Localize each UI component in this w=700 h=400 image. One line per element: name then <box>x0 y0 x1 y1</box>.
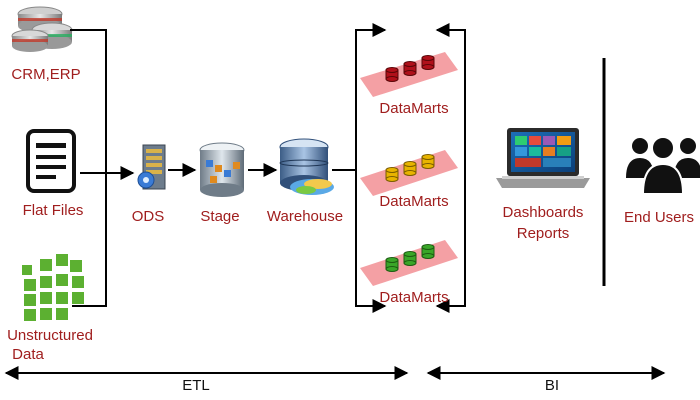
crm-erp-label: CRM,ERP <box>11 66 81 83</box>
unstructured-label-line2: Data <box>12 346 44 363</box>
dashboards-label: Dashboards <box>502 204 584 221</box>
users-group-icon <box>626 136 700 195</box>
datamart-top-band <box>360 52 458 97</box>
datamart-middle-band <box>360 150 458 196</box>
database-stack-icon <box>11 6 73 52</box>
reports-label: Reports <box>516 225 570 242</box>
datamart-output-bracket <box>435 23 466 313</box>
datamart-middle-label: DataMarts <box>379 193 449 210</box>
datamart-middle-cylinders <box>385 154 435 182</box>
datamart-bottom-label: DataMarts <box>379 289 449 306</box>
laptop-icon <box>496 128 590 188</box>
warehouse-database-icon <box>279 138 334 195</box>
source-connector <box>70 29 135 307</box>
warehouse-label: Warehouse <box>266 208 344 225</box>
datamart-bottom-cylinders <box>385 244 435 272</box>
bi-label: BI <box>544 377 560 394</box>
etl-label: ETL <box>182 377 210 394</box>
ods-server-icon <box>137 144 166 190</box>
end-users-label: End Users <box>623 209 695 226</box>
flat-files-label: Flat Files <box>22 202 84 219</box>
datamart-bottom-band <box>360 240 458 286</box>
unstructured-blocks-icon <box>22 254 84 321</box>
datamart-top-cylinders <box>385 55 435 82</box>
datamart-input-bracket <box>355 23 387 313</box>
unstructured-label-line1: Unstructured <box>7 327 93 344</box>
stage-label: Stage <box>200 208 240 225</box>
datamart-top-label: DataMarts <box>379 100 449 117</box>
ods-label: ODS <box>131 208 165 225</box>
stage-database-icon <box>199 142 245 197</box>
document-icon <box>26 129 76 193</box>
